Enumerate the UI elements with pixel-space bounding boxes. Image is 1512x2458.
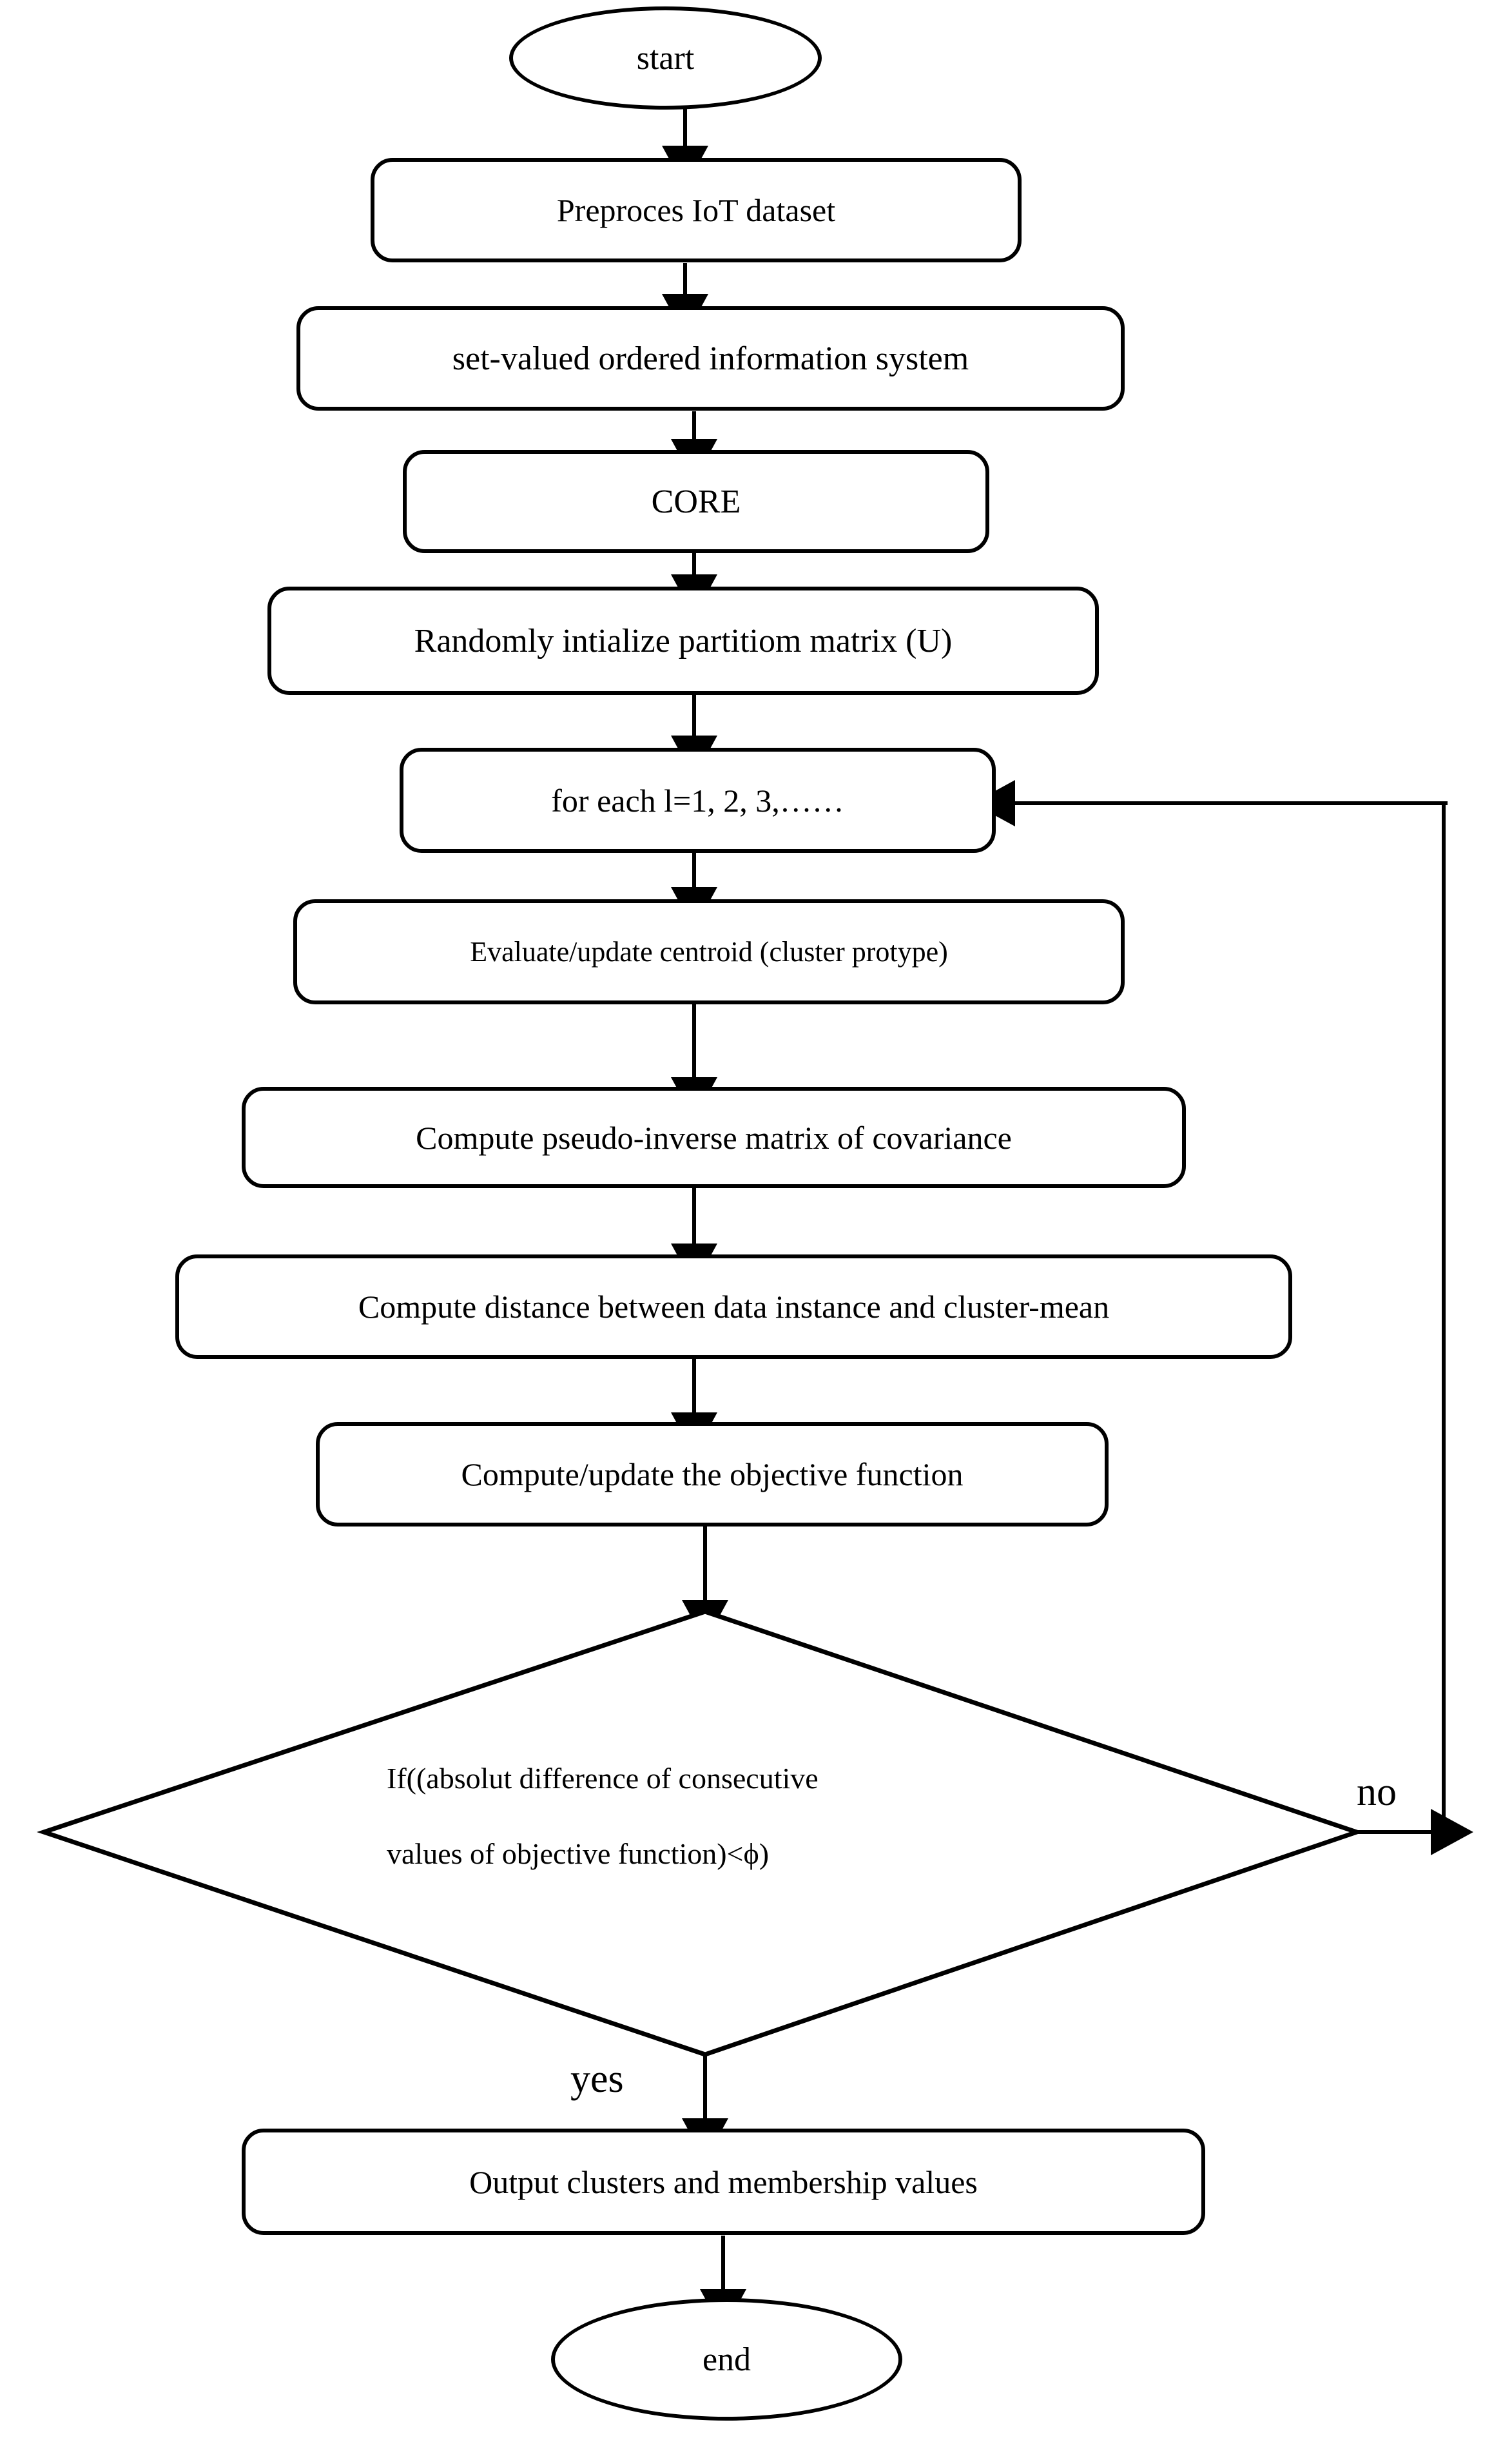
node-initialize-partition-matrix[interactable]: Randomly intialize partitiom matrix (U) <box>267 587 1099 695</box>
node-end-label: end <box>702 2341 751 2378</box>
decision-diamond <box>36 1609 1364 2057</box>
node-preprocess-label: Preproces IoT dataset <box>556 192 836 228</box>
node-core[interactable]: CORE <box>403 450 989 553</box>
edge-label-no-text: no <box>1357 1770 1397 1814</box>
node-compute-pseudo-inverse[interactable]: Compute pseudo-inverse matrix of covaria… <box>242 1087 1186 1188</box>
node-preprocess[interactable]: Preproces IoT dataset <box>371 158 1022 262</box>
node-distance-label: Compute distance between data instance a… <box>358 1289 1110 1325</box>
node-centroid-label: Evaluate/update centroid (cluster protyp… <box>470 936 948 968</box>
node-for-each-label: for each l=1, 2, 3,…… <box>551 782 844 819</box>
node-start[interactable]: start <box>509 6 822 110</box>
node-for-each-loop[interactable]: for each l=1, 2, 3,…… <box>400 748 996 853</box>
node-set-valued-ordered-information-system[interactable]: set-valued ordered information system <box>296 306 1125 411</box>
node-svois-label: set-valued ordered information system <box>452 340 969 377</box>
edge-label-yes-text: yes <box>570 2057 624 2101</box>
node-compute-distance[interactable]: Compute distance between data instance a… <box>175 1254 1292 1359</box>
node-core-label: CORE <box>651 483 741 520</box>
edge-label-no: no <box>1357 1770 1397 1815</box>
node-pseudo-inverse-label: Compute pseudo-inverse matrix of covaria… <box>416 1119 1012 1156</box>
node-output-label: Output clusters and membership values <box>469 2163 978 2200</box>
node-objective-label: Compute/update the objective function <box>461 1456 964 1492</box>
node-decision-text: If((absolut difference of consecutive va… <box>387 1741 993 1892</box>
node-decision-line1: If((absolut difference of consecutive <box>387 1762 819 1795</box>
edge-label-yes: yes <box>570 2056 624 2102</box>
node-init-matrix-label: Randomly intialize partitiom matrix (U) <box>414 622 953 659</box>
node-evaluate-update-centroid[interactable]: Evaluate/update centroid (cluster protyp… <box>293 899 1125 1004</box>
node-compute-objective-function[interactable]: Compute/update the objective function <box>316 1422 1109 1526</box>
node-end[interactable]: end <box>551 2298 902 2421</box>
node-output-clusters[interactable]: Output clusters and membership values <box>242 2129 1205 2235</box>
node-decision-line2: values of objective function)<ϕ) <box>387 1837 770 1871</box>
node-start-label: start <box>636 39 695 77</box>
